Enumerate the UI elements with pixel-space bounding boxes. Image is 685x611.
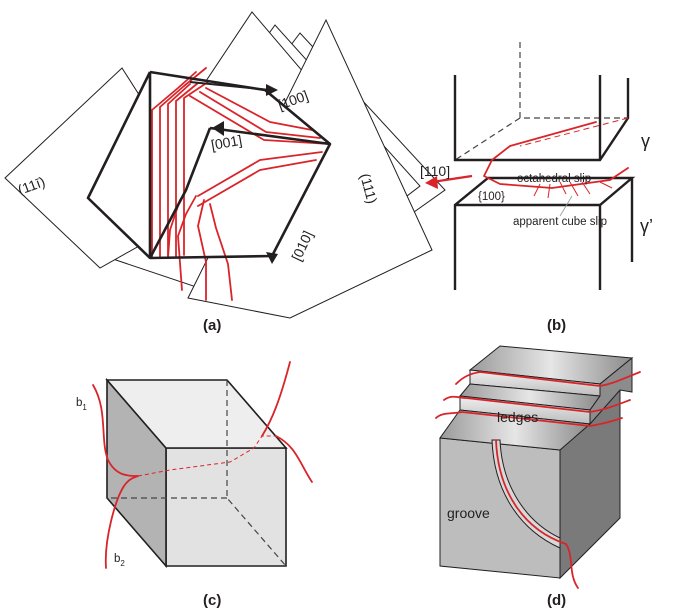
dislocation-c-right-2 xyxy=(275,435,313,483)
phase-label-gamma-prime: γ’ xyxy=(640,216,653,236)
octahedral-slip-label: octahedral slip xyxy=(517,173,591,185)
arrowhead-110 xyxy=(425,176,438,189)
plane-label-100: {100} xyxy=(478,191,505,203)
dislocation-ledge-1 xyxy=(455,371,641,387)
direction-label-001: [001] xyxy=(210,132,243,153)
groove-label: groove xyxy=(447,505,490,521)
panel-label-a: (a) xyxy=(203,317,221,334)
arrow-100 xyxy=(189,81,271,91)
arrowhead-010 xyxy=(266,252,278,264)
panel-b: [110] {100} γ γ’ octahedral slip apparen… xyxy=(420,42,653,334)
ledge-right-side xyxy=(589,356,633,426)
panel-d: ledges groove (d) xyxy=(435,345,641,609)
arrowhead-100 xyxy=(266,84,278,96)
cube-c-top xyxy=(105,379,288,449)
panel-label-c: (c) xyxy=(203,592,221,609)
gamma-prime-block xyxy=(453,176,636,290)
b2-label: b2 xyxy=(114,553,125,568)
ledge-2-top xyxy=(439,409,592,451)
cube-c-front xyxy=(165,447,287,567)
cube-slip-label: apparent cube slip xyxy=(513,216,607,228)
panel-label-d: (d) xyxy=(547,592,566,609)
dislocation-c-right-1 xyxy=(261,361,291,437)
dislocation-b xyxy=(483,121,629,189)
panel-a: (11ī) (111) [100] [001] [010] (a) xyxy=(4,11,446,334)
cube-slip-leader xyxy=(559,195,573,217)
direction-label-110: [110] xyxy=(420,163,450,179)
cube-edges-a xyxy=(86,70,332,260)
dislocation-network-a xyxy=(151,67,331,301)
dislocation-ledge-3 xyxy=(435,411,623,427)
dislocation-b2 xyxy=(104,475,139,569)
ledges-label: ledges xyxy=(497,409,538,425)
gamma-hidden-edges xyxy=(454,42,628,161)
groove xyxy=(491,439,561,549)
dislocation-groove-exit xyxy=(565,543,579,589)
cube-body-a xyxy=(88,72,330,258)
cube-slip-arrows xyxy=(533,181,613,199)
arrow-110 xyxy=(431,174,473,184)
dislocation-groove xyxy=(495,439,567,545)
dislocation-ledge-2 xyxy=(443,395,631,413)
gamma-cube xyxy=(453,75,630,162)
panel-c: b1 b2 (c) xyxy=(76,361,313,609)
phase-label-gamma: γ xyxy=(641,131,650,151)
panel-label-b: (b) xyxy=(547,317,566,334)
dislocation-dashed-b xyxy=(519,117,629,147)
b1-label: b1 xyxy=(76,397,87,412)
cube-c-hidden-edges xyxy=(107,380,287,567)
dislocation-b1 xyxy=(92,384,139,477)
plane-label-111: (111) xyxy=(357,172,380,206)
arrowhead-001 xyxy=(212,121,224,136)
